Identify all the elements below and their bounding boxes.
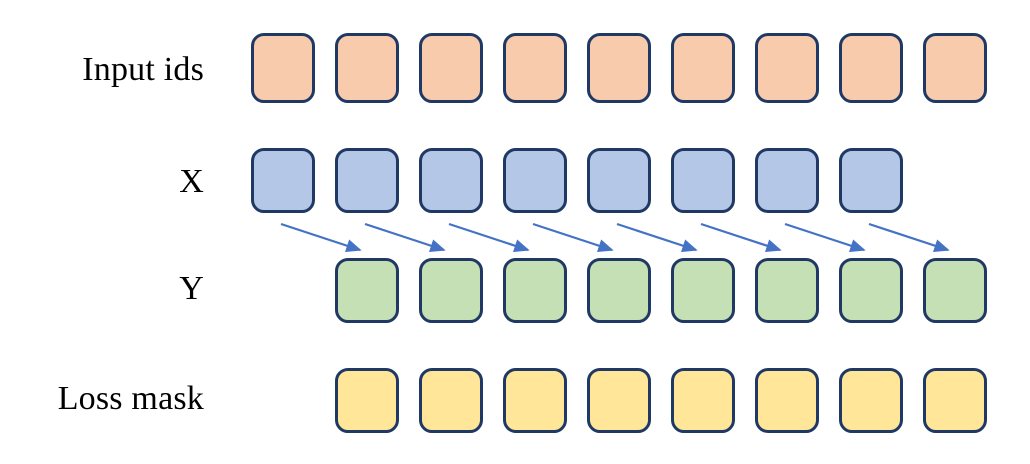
- token-box-loss-5: [755, 368, 819, 433]
- shift-arrow-2: [448, 222, 530, 253]
- token-box-input-7: [839, 33, 903, 103]
- token-box-input-3: [503, 33, 567, 103]
- token-box-y-4: [671, 258, 735, 323]
- token-box-loss-1: [419, 368, 483, 433]
- token-box-x-2: [419, 148, 483, 213]
- token-box-input-6: [755, 33, 819, 103]
- token-row-loss-mask: [335, 368, 987, 433]
- row-label-y: Y: [179, 270, 204, 307]
- token-box-y-6: [839, 258, 903, 323]
- token-box-input-8: [923, 33, 987, 103]
- row-label-loss-mask: Loss mask: [57, 380, 204, 417]
- token-box-input-4: [587, 33, 651, 103]
- token-box-x-1: [335, 148, 399, 213]
- token-box-loss-3: [587, 368, 651, 433]
- token-row-input-ids: [251, 33, 987, 103]
- shift-arrow-3: [532, 222, 614, 253]
- row-label-input-ids: Input ids: [82, 51, 204, 88]
- token-box-input-5: [671, 33, 735, 103]
- shift-arrow-4: [616, 222, 698, 253]
- token-box-input-1: [335, 33, 399, 103]
- token-box-input-2: [419, 33, 483, 103]
- shift-arrow-0: [280, 222, 362, 253]
- token-box-x-5: [671, 148, 735, 213]
- shift-arrow-6: [784, 222, 866, 253]
- token-box-loss-7: [923, 368, 987, 433]
- token-box-y-0: [335, 258, 399, 323]
- token-box-y-2: [503, 258, 567, 323]
- token-row-y: [335, 258, 987, 323]
- shift-arrow-7: [868, 222, 950, 253]
- token-box-loss-6: [839, 368, 903, 433]
- shift-arrow-5: [700, 222, 782, 253]
- token-box-y-3: [587, 258, 651, 323]
- token-box-loss-4: [671, 368, 735, 433]
- token-row-x: [251, 148, 903, 213]
- token-box-y-5: [755, 258, 819, 323]
- token-box-y-7: [923, 258, 987, 323]
- token-box-x-4: [587, 148, 651, 213]
- token-box-loss-2: [503, 368, 567, 433]
- token-box-x-6: [755, 148, 819, 213]
- token-box-y-1: [419, 258, 483, 323]
- token-box-x-7: [839, 148, 903, 213]
- token-box-x-3: [503, 148, 567, 213]
- token-box-x-0: [251, 148, 315, 213]
- token-box-loss-0: [335, 368, 399, 433]
- row-label-x: X: [179, 163, 204, 200]
- token-box-input-0: [251, 33, 315, 103]
- shift-arrow-1: [364, 222, 446, 253]
